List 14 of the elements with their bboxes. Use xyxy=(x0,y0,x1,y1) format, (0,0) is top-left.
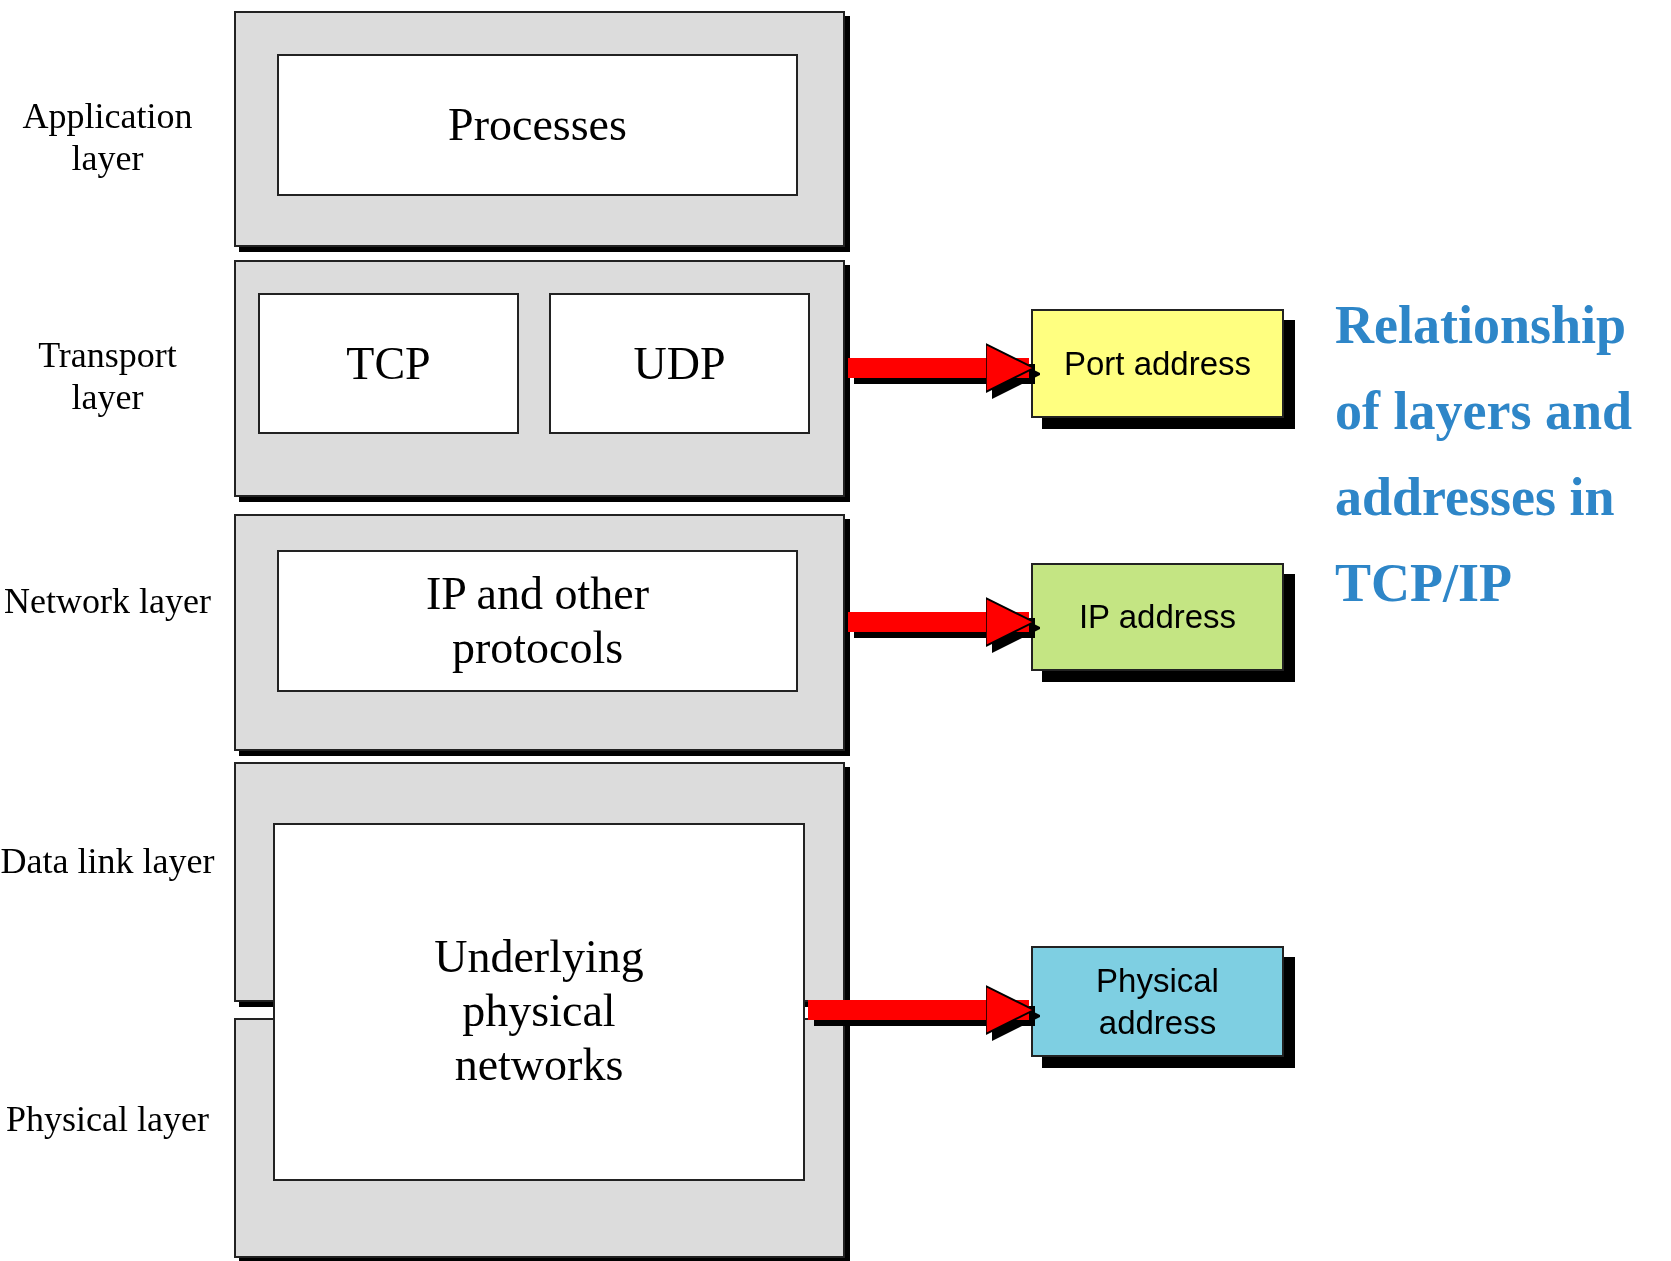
protocol-box: TCP xyxy=(258,293,519,434)
protocol-box: Processes xyxy=(277,54,798,196)
layer-label: Data link layer xyxy=(0,840,215,882)
arrow xyxy=(848,343,1035,393)
layer-label: Transport layer xyxy=(37,334,178,418)
layer-label: Network layer xyxy=(3,580,212,622)
arrow xyxy=(808,985,1035,1035)
layer-label: Application layer xyxy=(21,95,194,179)
arrow xyxy=(848,597,1035,647)
protocol-box: IP and other protocols xyxy=(277,550,798,692)
protocol-box: UDP xyxy=(549,293,810,434)
layer-label: Physical layer xyxy=(5,1098,210,1140)
title: Relationship of layers and addresses in TCP/IP xyxy=(1335,294,1633,615)
protocol-box: Underlying physical networks xyxy=(273,823,805,1181)
